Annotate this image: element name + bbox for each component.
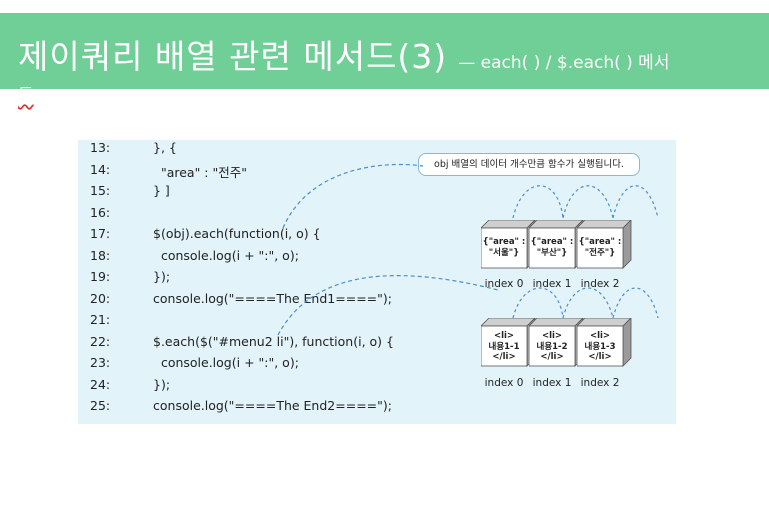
obj-box-shape (577, 220, 632, 269)
li-box-text: <li> (541, 331, 563, 341)
code-text: console.log("====The End2===="); (153, 398, 392, 413)
code-line: 16: (78, 205, 408, 226)
code-text: console.log("====The End1===="); (153, 290, 392, 306)
code-line: 17: $(obj).each(function(i, o) { (78, 226, 408, 247)
slide-title-wrap-text: 드 (18, 85, 34, 105)
line-number: 22: (90, 333, 111, 349)
code-text: console.log(i + ":", o); (153, 247, 299, 263)
obj-box-text: "전주"} (584, 247, 616, 258)
code-figure: 13:}, {14: "area" : "전주"15:} ]16:17:$(ob… (78, 140, 676, 424)
code-text: }); (153, 376, 171, 392)
line-number: 19: (90, 269, 111, 284)
index-label: index 1 (532, 377, 572, 389)
arc-li-0 (512, 287, 564, 319)
obj-box-text: "부산"} (536, 247, 568, 258)
line-number: 25: (90, 398, 111, 413)
code-line: 21: (78, 312, 408, 333)
code-line: 14: "area" : "전주" (78, 162, 408, 183)
code-line: 15: } ] (78, 183, 408, 204)
line-number: 13: (90, 140, 111, 155)
line-number: 15: (90, 183, 111, 198)
line-number: 21: (90, 312, 111, 327)
obj-box-text: "서울"} (488, 247, 520, 258)
slide-title-main: 제이쿼리 배열 관련 메서드(3) (18, 37, 448, 76)
code-text: } ] (153, 183, 170, 198)
code-line: 25: console.log("====The End2===="); (78, 398, 408, 419)
code-line: 22: $.each($("#menu2 li"), function(i, o)… (78, 334, 408, 355)
obj-box-text: {"area" : (482, 237, 526, 247)
arc-li-2 (612, 287, 659, 319)
code-line: 18: console.log(i + ":", o); (78, 248, 408, 269)
code-line: 19:}); (78, 269, 408, 290)
li-box-shape (577, 318, 632, 367)
code-line: 13: }, { (78, 140, 408, 161)
obj-box-text: {"area" : (578, 237, 622, 247)
obj-box: {"area" :"부산"} (529, 220, 584, 269)
li-box-text: </li> (588, 352, 612, 362)
line-number: 24: (90, 376, 111, 392)
arc-obj-0 (512, 185, 564, 219)
arc-obj-1 (562, 185, 614, 219)
li-box: <li>내용1-2</li> (529, 318, 584, 367)
code-text: $(obj).each(function(i, o) { (153, 226, 321, 241)
li-box-text: </li> (540, 352, 564, 362)
index-label: index 1 (532, 278, 572, 290)
slide-title-sub: — each( ) / $.each( ) 메서 (458, 53, 670, 73)
line-number: 16: (90, 204, 111, 220)
li-box-text: 내용1-1 (488, 341, 520, 352)
index-label: index 2 (580, 377, 620, 389)
line-number: 20: (90, 290, 111, 306)
li-box: <li>내용1-1</li> (481, 318, 536, 367)
line-number: 14: (90, 161, 111, 177)
li-box-text: <li> (589, 331, 611, 341)
line-number: 18: (90, 247, 111, 263)
code-text: }); (153, 269, 171, 284)
code-text: $.each($("#menu2 li"), function(i, o) { (153, 333, 394, 349)
slide-title: 제이쿼리 배열 관련 메서드(3) — each( ) / $.each( ) … (18, 30, 669, 78)
index-label: index 0 (484, 377, 524, 389)
obj-box: {"area" :"전주"} (577, 220, 632, 269)
line-number: 17: (90, 226, 111, 241)
code-line: 24:}); (78, 377, 408, 398)
title-banner (0, 13, 769, 89)
arc-li-1 (562, 287, 614, 319)
obj-box-shape (529, 220, 584, 269)
code-text: console.log(i + ":", o); (153, 355, 299, 370)
li-box-text: 내용1-3 (584, 341, 616, 352)
index-label: index 0 (484, 278, 524, 290)
li-box-text: 내용1-2 (536, 341, 568, 352)
index-label: index 2 (580, 278, 620, 290)
li-box-text: <li> (493, 331, 515, 341)
li-box-text: </li> (492, 352, 516, 362)
code-line: 23: console.log(i + ":", o); (78, 355, 408, 376)
arrow-li-dashed (277, 275, 499, 336)
arrows-overlay (277, 163, 659, 336)
code-text: }, { (153, 140, 177, 155)
code-line: 20: console.log("====The End1===="); (78, 291, 408, 312)
arc-obj-2 (612, 185, 659, 219)
callout-box: obj 배열의 데이터 개수만큼 함수가 실행됩니다. (418, 153, 640, 176)
line-number: 23: (90, 355, 111, 370)
obj-box-text: {"area" : (530, 237, 574, 247)
slide-title-wrap: 드 (18, 80, 34, 105)
li-box: <li>내용1-3</li> (577, 318, 632, 367)
code-text: "area" : "전주" (153, 164, 247, 180)
arrow-callout-dashed (282, 163, 424, 229)
